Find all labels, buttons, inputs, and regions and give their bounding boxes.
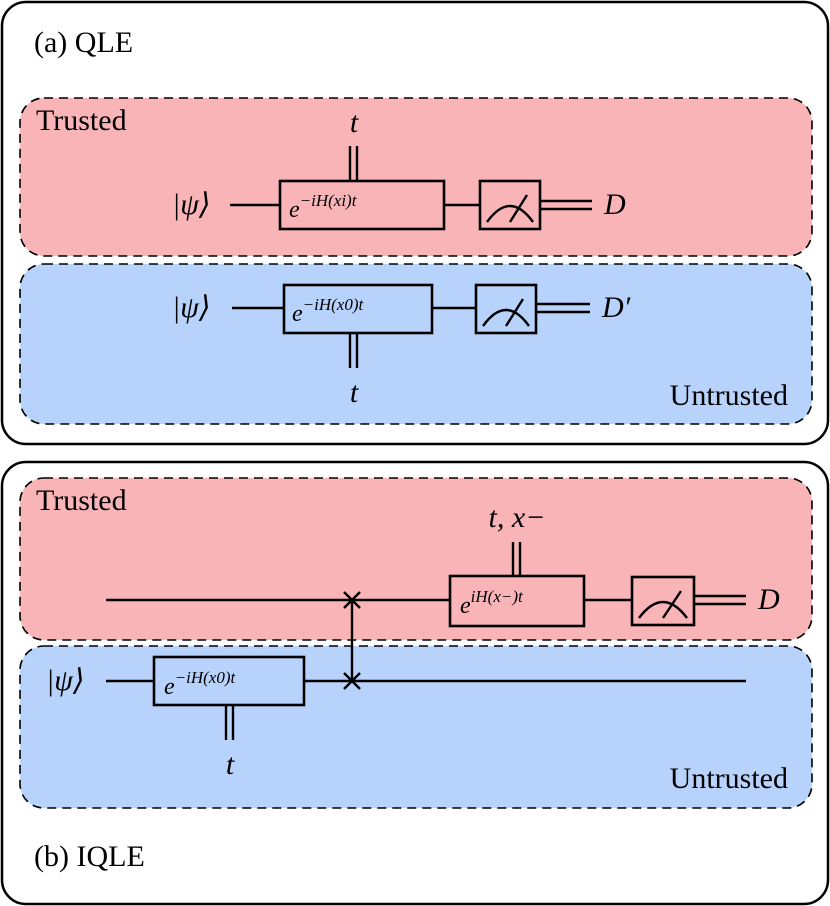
panel-a-untrusted-output: D′ [601, 291, 631, 324]
measurement-meter-icon [630, 575, 696, 627]
panel-a-untrusted-label: Untrusted [670, 379, 788, 412]
panel-b-untrusted-label: Untrusted [670, 762, 788, 795]
panel-b-input-state: |ψ⟩ [46, 664, 85, 697]
measurement-meter-icon [478, 179, 542, 231]
panel-b-caption: (b) IQLE [34, 840, 145, 873]
panel-b-trusted-label: Trusted [36, 484, 127, 517]
panel-b-untrusted-region [19, 645, 813, 809]
panel-a-trusted-time-label: t [350, 106, 359, 139]
panel-b-trusted-time-label: t, x− [489, 501, 546, 534]
panel-a-caption: (a) QLE [34, 26, 133, 59]
panel-a-trusted-input-state: |ψ⟩ [172, 188, 211, 221]
swap-gate-icon [343, 591, 361, 690]
panel-a-untrusted-gate-label: e−iH(x0)t [292, 295, 364, 327]
panel-a-trusted-label: Trusted [36, 104, 127, 137]
panel-a-untrusted-time-label: t [350, 376, 359, 409]
panel-a-trusted-gate-label: e−iH(xi)t [289, 191, 358, 223]
panel-b-untrusted-gate-label: e−iH(x0)t [164, 668, 236, 700]
panel-b-trusted-gate-label: eiH(x−)t [460, 587, 524, 619]
panel-b-untrusted-time-label: t [226, 748, 235, 781]
panel-b-output: D [757, 583, 780, 616]
panel-a-trusted-output: D [603, 188, 626, 221]
panel-a-untrusted-input-state: |ψ⟩ [172, 291, 211, 324]
panel-a-trusted-region [19, 97, 813, 257]
panel-a-untrusted-region [19, 263, 813, 425]
measurement-meter-icon [474, 283, 538, 335]
